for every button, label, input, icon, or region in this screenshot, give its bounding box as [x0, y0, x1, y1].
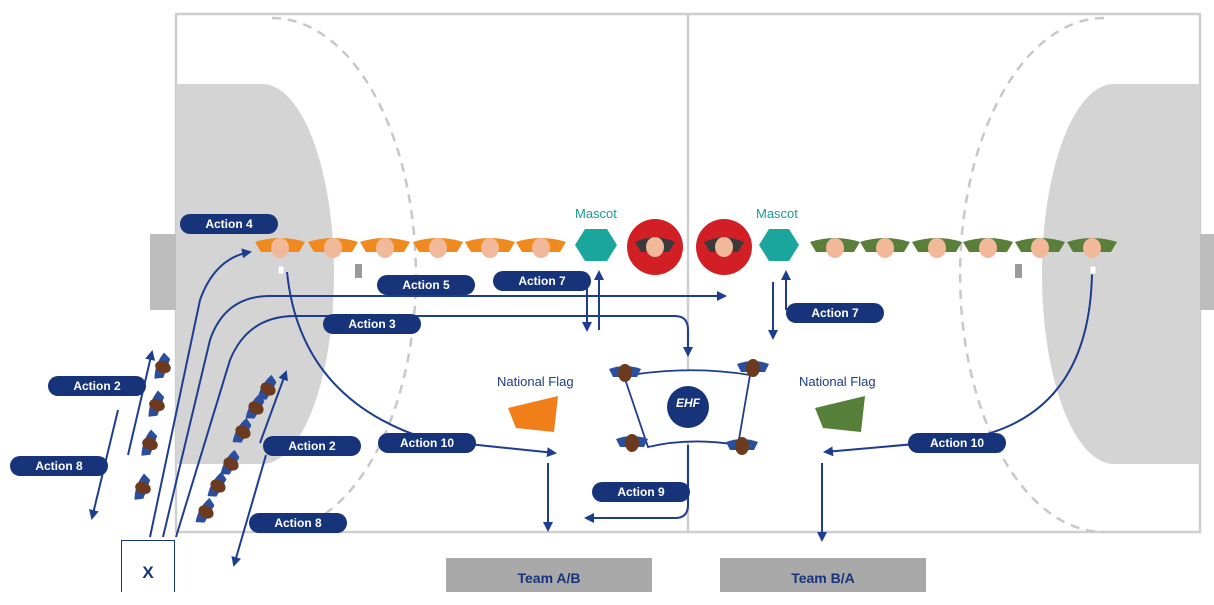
- team-b-players: [810, 238, 1117, 275]
- action-10-left-label: Action 10: [378, 433, 476, 453]
- team-a-player: [465, 238, 515, 258]
- action-2-right-label: Action 2: [263, 436, 361, 456]
- action-8-left-label: Action 8: [10, 456, 108, 476]
- team-b-player: [860, 238, 910, 258]
- flag-right-label: National Flag: [799, 374, 876, 389]
- left-goal: [150, 234, 176, 310]
- ehf-logo-text: EHF: [676, 396, 700, 410]
- mascot-right-icon: [759, 229, 799, 261]
- right-free-throw-line: [958, 16, 1105, 534]
- team-a-players: [255, 238, 566, 275]
- team-b-player: [963, 238, 1013, 258]
- flag-left-label: National Flag: [497, 374, 574, 389]
- action-2-right-line: [259, 370, 288, 444]
- team-a-player: [413, 238, 463, 258]
- referee-left: [627, 219, 683, 275]
- action-2-left-line: [127, 350, 156, 456]
- team-left-box: Team A/B: [446, 558, 652, 592]
- right-substitution-marker: [1015, 264, 1022, 278]
- team-b-player: [810, 238, 860, 258]
- right-goal: [1200, 234, 1214, 310]
- mascot-left-icon: [575, 229, 617, 261]
- action-5-label: Action 5: [377, 275, 475, 295]
- team-a-player: [308, 238, 358, 258]
- flag-bearer: [616, 434, 648, 452]
- action-4-line: [149, 248, 252, 538]
- handball-court-diagram: [89, 12, 1214, 567]
- team-b-player: [1015, 238, 1065, 258]
- action-7-left-label: Action 7: [493, 271, 591, 291]
- x-marker-box: X: [121, 540, 175, 592]
- action-9-label: Action 9: [592, 482, 690, 502]
- action-8-right-label: Action 8: [249, 513, 347, 533]
- flag-bearer: [737, 359, 769, 377]
- mascot-right-label: Mascot: [756, 206, 798, 221]
- side-players-right: [195, 374, 277, 523]
- action-8-right-line: [231, 454, 267, 567]
- flag-bearer: [609, 364, 641, 382]
- flag-bearer: [726, 437, 758, 455]
- team-a-player: [255, 238, 305, 258]
- team-b-player: [1067, 238, 1117, 258]
- left-substitution-marker: [355, 264, 362, 278]
- team-a-player: [360, 238, 410, 258]
- side-players-left: [134, 352, 171, 500]
- team-b-player: [912, 238, 962, 258]
- action-5-line: [162, 291, 727, 538]
- action-2-left-label: Action 2: [48, 376, 146, 396]
- action-7-right-label: Action 7: [786, 303, 884, 323]
- national-flag-left-icon: [508, 396, 558, 432]
- action-4-label: Action 4: [180, 214, 278, 234]
- team-right-box: Team B/A: [720, 558, 926, 592]
- team-a-player: [516, 238, 566, 258]
- flag-bearers: [609, 359, 769, 455]
- action-10-right-label: Action 10: [908, 433, 1006, 453]
- referee-right: [696, 219, 752, 275]
- national-flag-right-icon: [815, 396, 865, 432]
- mascot-left-label: Mascot: [575, 206, 617, 221]
- right-goal-area: [1042, 84, 1200, 464]
- left-goal-area: [176, 84, 334, 464]
- action-9-line: [584, 445, 689, 523]
- action-3-label: Action 3: [323, 314, 421, 334]
